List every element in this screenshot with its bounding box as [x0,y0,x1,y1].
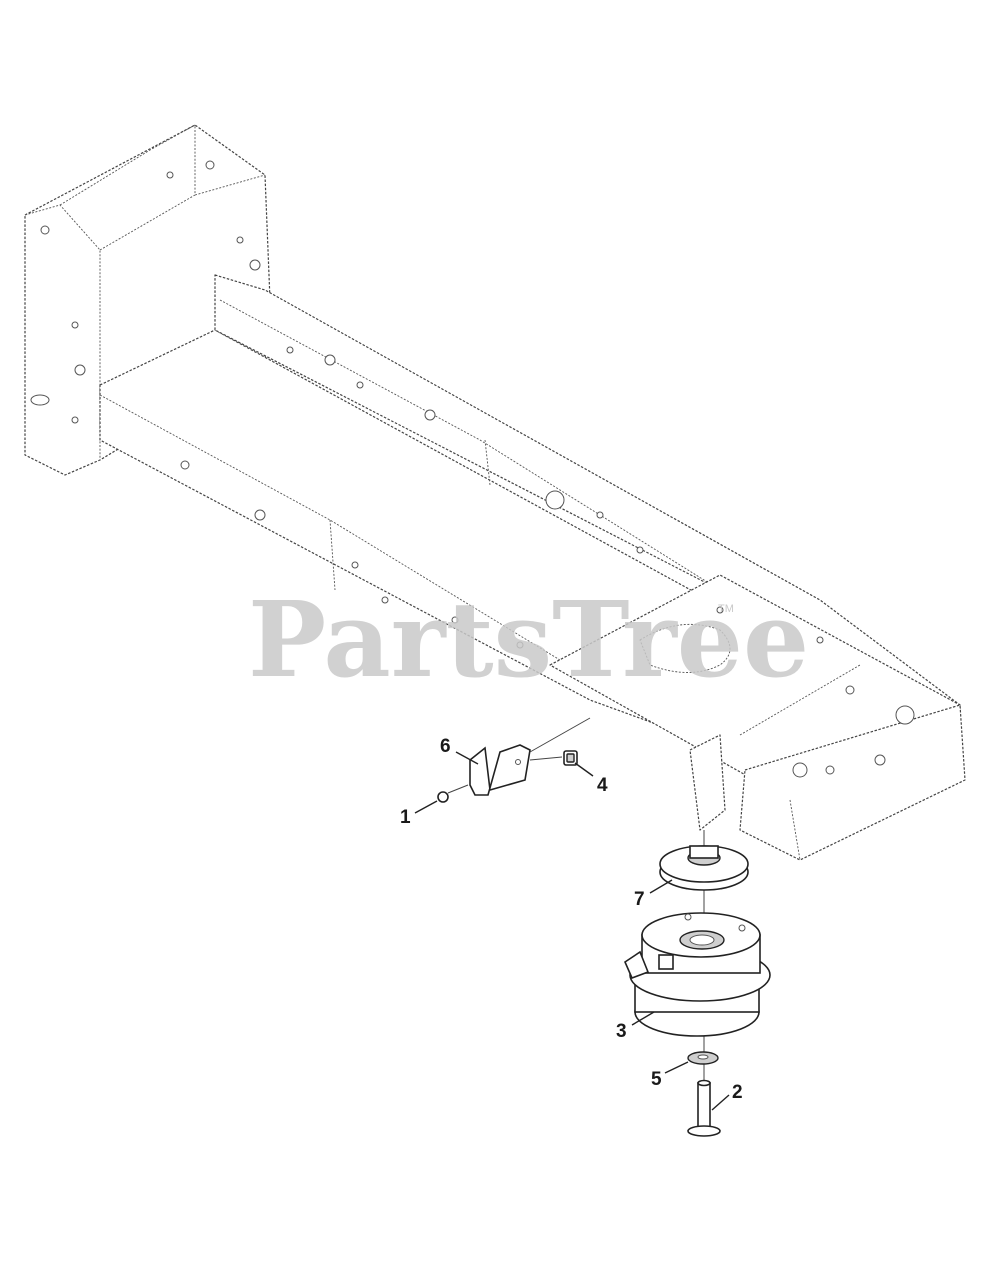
rear-crossmember [739,704,966,861]
chassis-frame [24,124,966,861]
part-pulley [659,845,749,891]
part-washer [687,1051,719,1065]
part-screw [437,784,469,803]
callout-5: 5 [651,1069,662,1090]
right-rail [214,274,961,781]
callout-7: 7 [634,889,645,910]
frame-holes [30,160,915,778]
part-clutch [623,912,771,1037]
deck-hanger [689,734,726,831]
callout-leaders [414,751,730,1111]
part-nut [563,750,578,766]
part-bracket [469,717,591,796]
callout-2: 2 [732,1082,743,1103]
callout-3: 3 [616,1021,627,1042]
part-bolt [687,1079,721,1137]
callout-1: 1 [400,807,411,828]
callout-4: 4 [597,775,608,796]
watermark-trademark: TM [718,603,734,615]
callout-6: 6 [440,736,451,757]
watermark-text: PartsTree [248,578,809,701]
